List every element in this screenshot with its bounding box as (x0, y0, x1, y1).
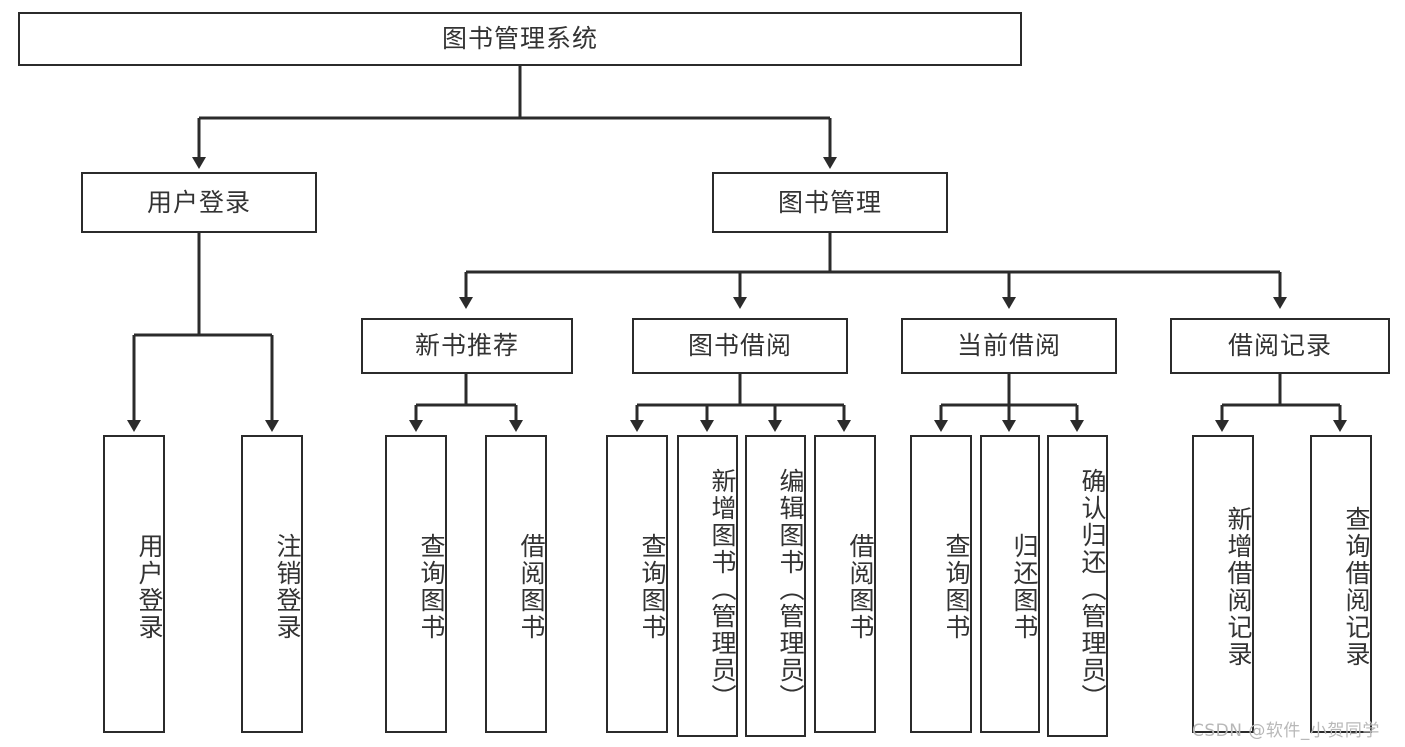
leaf-label: 用户登录 (135, 533, 164, 641)
node-book-borrow[interactable]: 图书借阅 (632, 318, 848, 374)
leaf-new-book-borrow[interactable]: 借阅图书 (485, 435, 547, 733)
node-root-system[interactable]: 图书管理系统 (18, 12, 1022, 66)
leaf-borrow-add-book-admin[interactable]: 新增图书（管理员） (677, 435, 738, 737)
leaf-borrow-borrow-book[interactable]: 借阅图书 (814, 435, 876, 733)
node-new-book-recommend[interactable]: 新书推荐 (361, 318, 573, 374)
leaf-label: 查询图书 (638, 533, 667, 641)
leaf-record-query-record[interactable]: 查询借阅记录 (1310, 435, 1372, 733)
leaf-user-login-login[interactable]: 用户登录 (103, 435, 165, 733)
node-book-management[interactable]: 图书管理 (712, 172, 948, 233)
leaf-label: 新增图书（管理员） (708, 467, 737, 711)
leaf-new-book-query[interactable]: 查询图书 (385, 435, 447, 733)
leaf-label: 借阅图书 (517, 533, 546, 641)
leaf-label: 查询借阅记录 (1342, 506, 1371, 668)
leaf-label: 借阅图书 (846, 533, 875, 641)
leaf-current-return-book[interactable]: 归还图书 (980, 435, 1040, 733)
leaf-borrow-edit-book-admin[interactable]: 编辑图书（管理员） (745, 435, 806, 737)
leaf-borrow-query-book[interactable]: 查询图书 (606, 435, 668, 733)
leaf-current-confirm-return-admin[interactable]: 确认归还（管理员） (1047, 435, 1108, 737)
csdn-watermark: CSDN @软件_小贺同学 (1192, 721, 1380, 741)
leaf-label: 新增借阅记录 (1224, 506, 1253, 668)
leaf-label: 注销登录 (273, 533, 302, 641)
node-current-borrow[interactable]: 当前借阅 (901, 318, 1117, 374)
leaf-record-add-record[interactable]: 新增借阅记录 (1192, 435, 1254, 733)
leaf-label: 编辑图书（管理员） (776, 467, 805, 711)
leaf-label: 确认归还（管理员） (1078, 467, 1107, 711)
leaf-label: 归还图书 (1010, 533, 1039, 641)
leaf-label: 查询图书 (942, 533, 971, 641)
leaf-label: 查询图书 (417, 533, 446, 641)
leaf-current-query-book[interactable]: 查询图书 (910, 435, 972, 733)
node-user-login[interactable]: 用户登录 (81, 172, 317, 233)
node-borrow-record[interactable]: 借阅记录 (1170, 318, 1390, 374)
leaf-user-login-logout[interactable]: 注销登录 (241, 435, 303, 733)
